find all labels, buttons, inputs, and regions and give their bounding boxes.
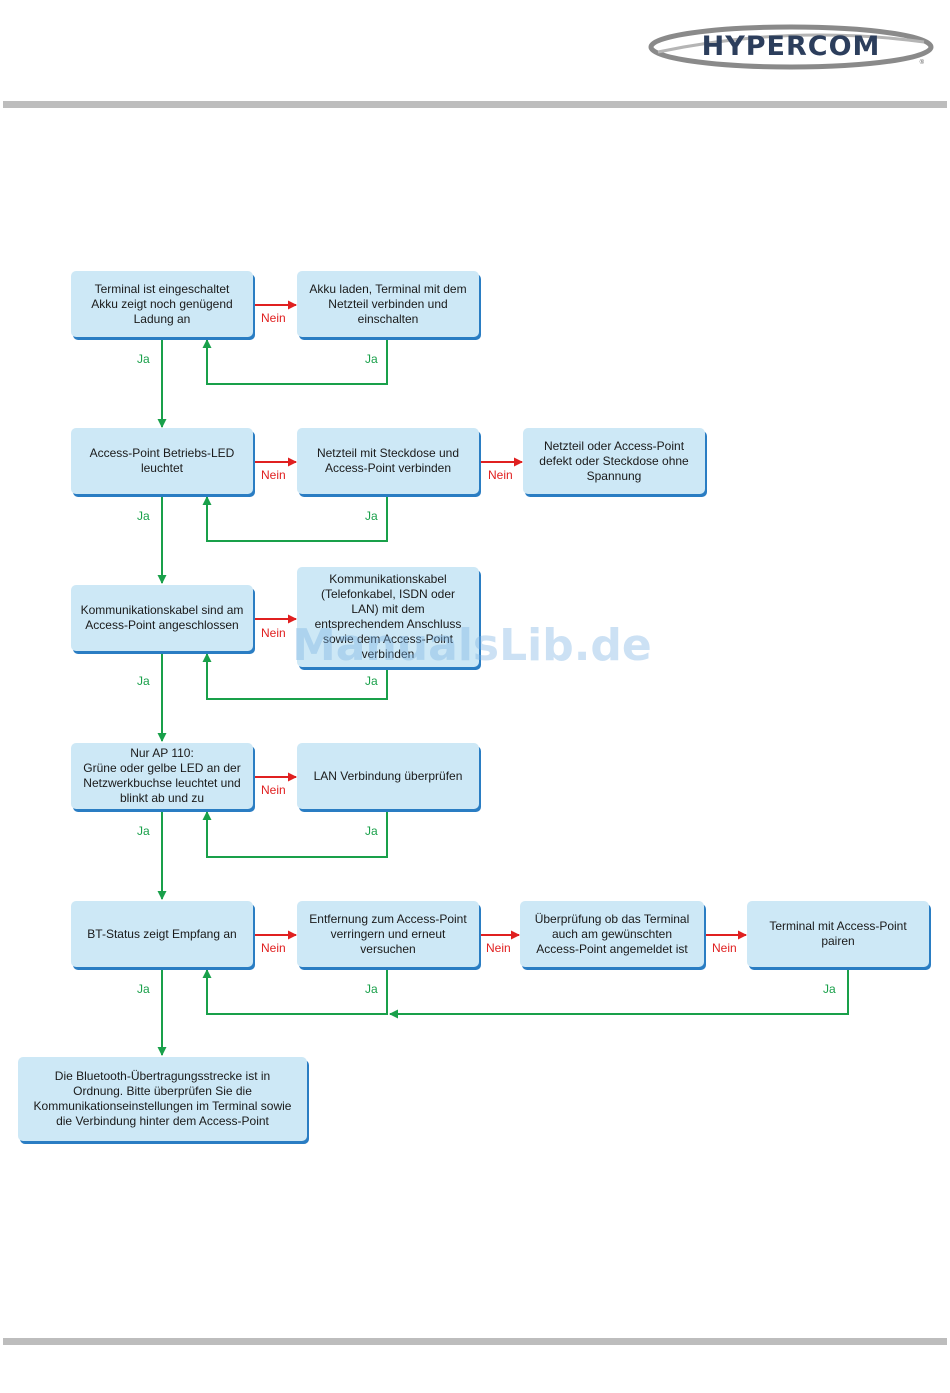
label-nein-q3: Nein — [261, 626, 286, 640]
footer-rule — [3, 1338, 947, 1345]
node-power-defect: Netzteil oder Access-Point defekt oder S… — [523, 428, 705, 494]
node-bluetooth-ok: Die Bluetooth-Übertragungsstrecke ist in… — [18, 1057, 307, 1141]
label-ja-a1: Ja — [365, 352, 378, 366]
node-terminal-on: Terminal ist eingeschaltet Akku zeigt no… — [71, 271, 253, 337]
label-nein-q1: Nein — [261, 311, 286, 325]
label-ja-q1: Ja — [137, 352, 150, 366]
label-ja-q4: Ja — [137, 824, 150, 838]
return-loop-a1 — [202, 338, 388, 385]
label-ja-a4: Ja — [365, 824, 378, 838]
label-ja-a5c: Ja — [823, 982, 836, 996]
hypercom-logo: HYPERCOM ® — [648, 22, 934, 72]
node-bt-status: BT-Status zeigt Empfang an — [71, 901, 253, 967]
return-loop-a3 — [202, 653, 388, 700]
label-nein-q5: Nein — [261, 941, 286, 955]
registered-mark: ® — [919, 60, 924, 66]
node-pair-terminal: Terminal mit Access-Point pairen — [747, 901, 929, 967]
label-nein-q4: Nein — [261, 783, 286, 797]
logo-swoosh-icon — [648, 24, 934, 70]
label-ja-a3: Ja — [365, 674, 378, 688]
label-ja-q3: Ja — [137, 674, 150, 688]
return-loop-a4 — [202, 810, 388, 858]
label-ja-a2: Ja — [365, 509, 378, 523]
node-connect-power: Netzteil mit Steckdose und Access-Point … — [297, 428, 479, 494]
label-ja-q2: Ja — [137, 509, 150, 523]
node-ap-led: Access-Point Betriebs-LED leuchtet — [71, 428, 253, 494]
logo-wordmark: HYPERCOM — [701, 31, 881, 62]
node-connect-cables: Kommunikationskabel (Telefonkabel, ISDN … — [297, 567, 479, 667]
label-nein-a2: Nein — [488, 468, 513, 482]
node-check-registration: Überprüfung ob das Terminal auch am gewü… — [520, 901, 704, 967]
label-ja-q5: Ja — [137, 982, 150, 996]
header-rule — [3, 101, 947, 108]
return-loop-a5c — [389, 968, 849, 1019]
label-nein-a5b: Nein — [712, 941, 737, 955]
label-ja-a5: Ja — [365, 982, 378, 996]
return-loop-a2 — [202, 495, 388, 542]
label-nein-a5: Nein — [486, 941, 511, 955]
node-reduce-distance: Entfernung zum Access-Point verringern u… — [297, 901, 479, 967]
node-cables-connected: Kommunikationskabel sind am Access-Point… — [71, 585, 253, 651]
label-nein-q2: Nein — [261, 468, 286, 482]
node-check-lan: LAN Verbindung überprüfen — [297, 743, 479, 809]
return-loop-a5 — [202, 968, 388, 1015]
node-ap110-led: Nur AP 110: Grüne oder gelbe LED an der … — [71, 743, 253, 809]
node-charge-battery: Akku laden, Terminal mit dem Netzteil ve… — [297, 271, 479, 337]
